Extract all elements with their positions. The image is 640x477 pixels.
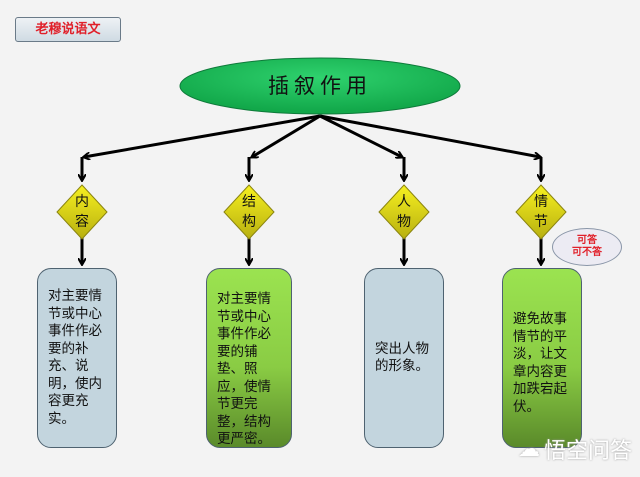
diamond-character xyxy=(378,184,430,240)
arrow-to-content xyxy=(84,114,321,157)
title-ellipse xyxy=(179,57,461,115)
callout-optional: 可答可不答 xyxy=(552,228,622,266)
box-text: 对主要情节或中心事件作必要的铺垫、照应，使情节更完整，结构更严密。 xyxy=(217,291,271,447)
box-text: 对主要情节或中心事件作必要的补充、说明，使内容更充实。 xyxy=(48,288,102,427)
label-char: 内 xyxy=(75,194,89,210)
box-plot: 避免故事情节的平淡，让文章内容更加跌宕起伏。 xyxy=(502,268,582,448)
watermark-logo-icon: ☁ xyxy=(517,436,540,462)
box-character: 突出人物的形象。 xyxy=(364,268,444,448)
label-char: 物 xyxy=(397,214,411,230)
callout-line: 可答 xyxy=(577,235,597,246)
label-char: 构 xyxy=(242,214,256,230)
diamond-label-plot: 情节 xyxy=(529,192,553,232)
author-tag: 老穆说语文 xyxy=(15,17,121,42)
watermark-text: 悟空问答 xyxy=(543,439,632,464)
diamond-content xyxy=(56,184,108,240)
box-content: 对主要情节或中心事件作必要的补充、说明，使内容更充实。 xyxy=(37,268,117,448)
box-structure: 对主要情节或中心事件作必要的铺垫、照应，使情节更完整，结构更严密。 xyxy=(206,268,292,448)
label-char: 节 xyxy=(534,214,548,230)
arrow-to-character xyxy=(319,114,402,157)
label-char: 人 xyxy=(397,194,411,210)
diamond-label-character: 人物 xyxy=(392,192,416,232)
diamond-structure xyxy=(223,184,275,240)
diamond-label-content: 内容 xyxy=(70,192,94,232)
diamond-plot xyxy=(515,184,567,240)
diamond-label-structure: 结构 xyxy=(237,192,261,232)
box-text: 突出人物的形象。 xyxy=(375,340,429,375)
label-char: 情 xyxy=(534,194,548,210)
label-char: 结 xyxy=(242,194,256,210)
diagram-title: 插叙作用 xyxy=(268,74,372,98)
label-char: 容 xyxy=(75,214,89,230)
arrow-to-structure xyxy=(252,114,321,157)
callout-line: 可不答 xyxy=(572,247,602,258)
box-text: 避免故事情节的平淡，让文章内容更加跌宕起伏。 xyxy=(513,311,567,415)
arrow-to-plot xyxy=(319,114,540,157)
watermark: ☁悟空问答 xyxy=(518,433,632,465)
